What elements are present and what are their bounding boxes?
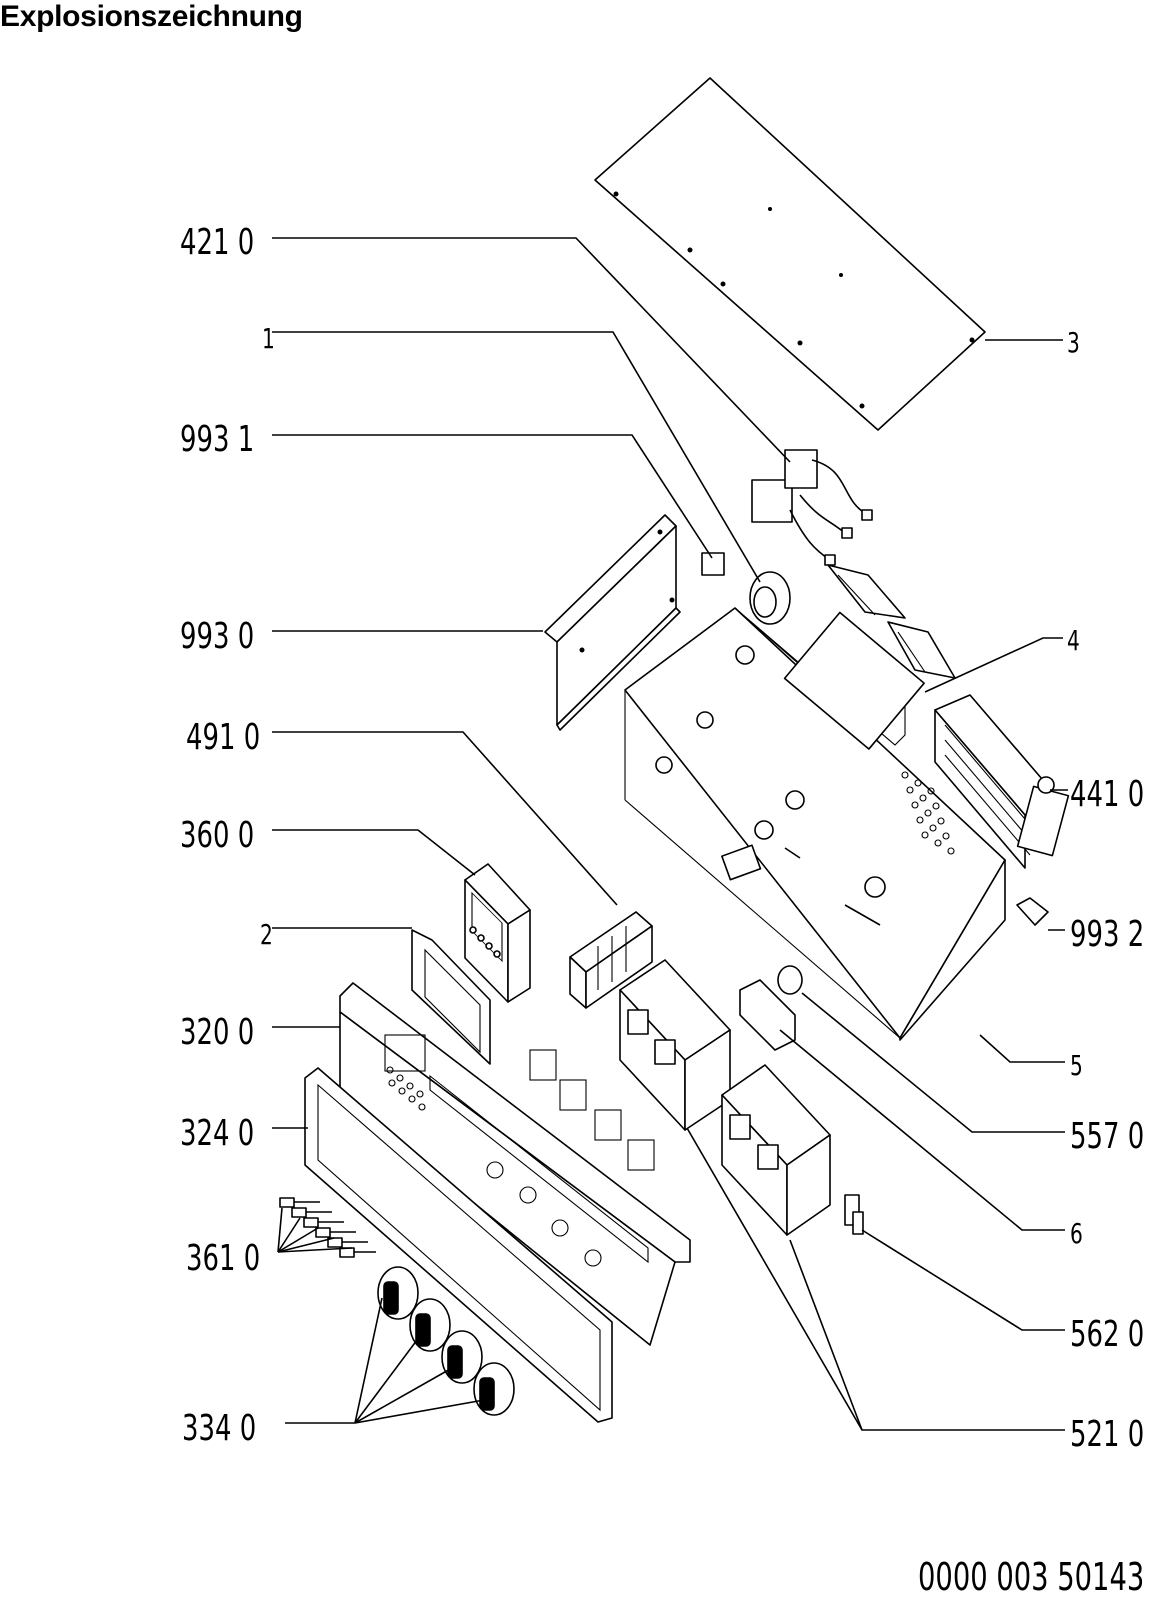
display-frame <box>411 929 491 1065</box>
relay-part <box>701 552 725 576</box>
label-324-0: 324 0 <box>180 1113 254 1154</box>
label-993-1: 993 1 <box>180 419 254 460</box>
label-5: 5 <box>1070 1049 1083 1082</box>
label-491-0: 491 0 <box>186 717 260 758</box>
control-knobs <box>377 1266 515 1416</box>
terminal-block <box>569 911 653 1009</box>
label-421-0: 421 0 <box>180 222 254 263</box>
leader-lines <box>272 237 1068 1431</box>
label-361-0: 361 0 <box>186 1238 260 1279</box>
callout-labels: 421 0 1 993 1 993 0 491 0 360 0 2 320 0 … <box>180 222 1144 1455</box>
control-unit <box>464 863 531 1003</box>
label-3: 3 <box>1067 326 1080 359</box>
label-1: 1 <box>262 322 275 355</box>
label-521-0: 521 0 <box>1070 1414 1144 1455</box>
label-562-0: 562 0 <box>1070 1314 1144 1355</box>
switch-part <box>844 1194 864 1235</box>
relay-contactors <box>619 959 831 1236</box>
label-557-0: 557 0 <box>1070 1116 1144 1157</box>
terminal-strips <box>827 564 956 679</box>
tangential-fan <box>934 694 1070 869</box>
label-993-2: 993 2 <box>1070 914 1144 955</box>
label-360-0: 360 0 <box>180 815 254 856</box>
mounting-bracket <box>544 514 681 731</box>
page-title: Explosionszeichnung <box>0 0 303 33</box>
round-lamp <box>749 571 791 625</box>
drawing-number: 0000 003 50143 <box>917 1555 1144 1599</box>
filter-harness <box>751 449 873 566</box>
panel-trim <box>304 1067 613 1423</box>
top-cover-plate <box>594 77 986 431</box>
main-housing <box>624 607 1006 1041</box>
thermostat-and-bracket <box>739 965 803 1051</box>
label-320-0: 320 0 <box>180 1012 254 1053</box>
label-2: 2 <box>260 918 273 951</box>
label-993-0: 993 0 <box>180 616 254 657</box>
label-4: 4 <box>1067 624 1080 657</box>
front-panel <box>339 982 691 1346</box>
label-334-0: 334 0 <box>182 1408 256 1449</box>
label-441-0: 441 0 <box>1070 774 1144 815</box>
push-buttons <box>279 1197 376 1258</box>
label-6: 6 <box>1070 1217 1083 1250</box>
clip-part <box>1016 897 1049 926</box>
